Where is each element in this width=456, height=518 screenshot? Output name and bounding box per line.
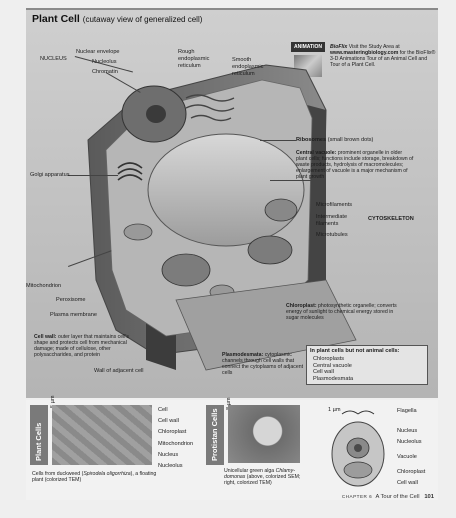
label-chloroplast: Chloroplast: photosynthetic organelle; c… (286, 303, 406, 321)
plant-cells-micrograph (52, 405, 152, 465)
label-nucleus: NUCLEUS (40, 56, 67, 63)
alga-label: Nucleus (397, 428, 417, 435)
label-microfilaments: Microfilaments (316, 202, 352, 209)
protistan-cells-tab: Protistan Cells (206, 405, 224, 465)
alga-label: Chloroplast (397, 469, 425, 476)
plant-label: Mitochondrion (158, 441, 193, 448)
page-footer: CHAPTER 6 A Tour of the Cell 101 (342, 494, 434, 500)
label-cytoskeleton: CYTOSKELETON (368, 216, 414, 223)
alga-diagram (328, 408, 388, 490)
protistan-micrograph (228, 405, 300, 463)
label-plasmodesmata: Plasmodesmata: cytoplasmic channels thro… (222, 352, 306, 376)
alga-label: Vacuole (397, 454, 417, 461)
protistan-caption: Unicellular green alga Chlamy-domonas (a… (224, 468, 310, 486)
plant-label: Cell wall (158, 418, 179, 425)
label-central-vacuole: Central vacuole: prominent organelle in … (296, 150, 414, 180)
label-chromatin: Chromatin (92, 69, 118, 76)
plant-label: Cell (158, 407, 168, 414)
plant-cells-caption: Cells from duckweed (Spirodela oligorrhi… (32, 471, 162, 483)
label-peroxisome: Peroxisome (56, 297, 86, 304)
label-cell-wall: Cell wall: outer layer that maintains ce… (34, 334, 134, 358)
plant-cells-tab: Plant Cells (30, 405, 48, 465)
plant-label: Chloroplast (158, 429, 186, 436)
plant-label: Nucleolus (158, 463, 183, 470)
plant-only-item: Central vacuole (307, 363, 427, 370)
label-microtubules: Microtubules (316, 232, 348, 239)
label-nuclear-envelope: Nuclear envelope (76, 49, 120, 56)
label-plasma-membrane: Plasma membrane (50, 312, 97, 319)
plant-only-heading: In plant cells but not animal cells: (307, 346, 427, 356)
plant-only-item: Plasmodesmata (307, 376, 427, 383)
alga-label: Cell wall (397, 480, 418, 487)
label-rough-er: Rough endoplasmic reticulum (178, 49, 226, 69)
plant-only-item: Chloroplasts (307, 356, 427, 363)
label-nucleolus: Nucleolus (92, 59, 117, 66)
alga-label: Nucleolus (397, 439, 422, 446)
plant-only-box: In plant cells but not animal cells: Chl… (306, 345, 428, 385)
plant-label: Nucleus (158, 452, 178, 459)
label-golgi: Golgi apparatus (30, 172, 70, 179)
label-smooth-er: Smooth endoplasmic reticulum (232, 57, 282, 77)
page-number: 101 (424, 494, 434, 500)
plant-only-item: Cell wall (307, 369, 427, 376)
leader-line (68, 175, 118, 176)
label-ribosomes: Ribosomes (small brown dots) (296, 137, 373, 144)
label-mitochondrion: Mitochondrion (26, 283, 61, 290)
label-wall-adjacent: Wall of adjacent cell (94, 368, 144, 375)
alga-label: Flagella (397, 408, 417, 415)
label-intermediate-filaments: Intermediate filaments (316, 214, 362, 228)
leader-line (260, 140, 296, 141)
